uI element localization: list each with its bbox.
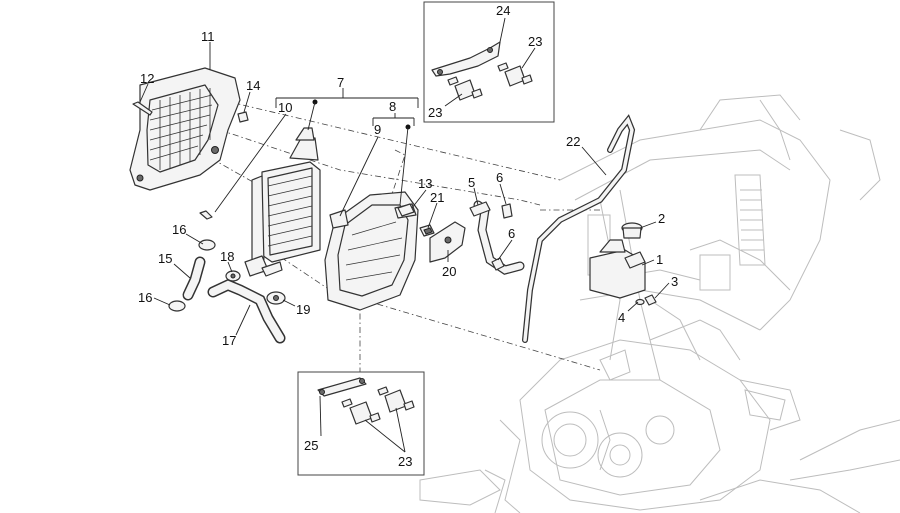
radiator-cover xyxy=(129,67,241,191)
radiator xyxy=(244,127,321,277)
washer-part-4 xyxy=(635,298,645,306)
scooter-frame-background xyxy=(419,94,900,513)
label-21: 21 xyxy=(430,190,444,205)
label-8: 8 xyxy=(389,99,396,114)
clamp-part-19 xyxy=(266,291,286,305)
bracket-part-25 xyxy=(317,377,367,397)
label-23-top-right: 23 xyxy=(528,34,542,49)
label-3: 3 xyxy=(671,274,678,289)
screw-part-3 xyxy=(644,294,657,306)
label-20: 20 xyxy=(442,264,456,279)
label-16-bottom: 16 xyxy=(138,290,152,305)
bracket-part-24 xyxy=(431,41,501,77)
label-7: 7 xyxy=(337,75,344,90)
screw-part-12 xyxy=(132,101,153,116)
inset-box-bottom xyxy=(297,371,425,476)
label-6-bottom: 6 xyxy=(508,226,515,241)
label-24: 24 xyxy=(496,3,510,18)
label-23-top-left: 23 xyxy=(428,105,442,120)
clamp-part-16-top xyxy=(198,239,216,251)
label-17: 17 xyxy=(222,333,236,348)
nut-part-14 xyxy=(237,111,249,123)
label-18: 18 xyxy=(220,249,234,264)
silentblock-part-23-top-right xyxy=(497,62,533,87)
insert-part-13 xyxy=(397,203,415,217)
inset-box-top xyxy=(423,1,555,123)
silentblock-part-23-bottom-right xyxy=(377,386,415,413)
label-1: 1 xyxy=(656,252,663,267)
label-19: 19 xyxy=(296,302,310,317)
hose-part-5 xyxy=(469,200,525,275)
label-11: 11 xyxy=(201,29,215,44)
silentblock-part-23-top-left xyxy=(447,76,483,101)
label-2: 2 xyxy=(658,211,665,226)
tube-part-22 xyxy=(522,114,636,343)
silentblock-part-23-bottom-left xyxy=(341,398,381,425)
label-16-top: 16 xyxy=(172,222,186,237)
label-13: 13 xyxy=(418,176,432,191)
bolt-part-21 xyxy=(419,224,435,237)
clamp-part-6-top xyxy=(501,203,513,219)
label-22: 22 xyxy=(566,134,580,149)
expansion-tank-part-1 xyxy=(589,239,646,299)
hose-part-17 xyxy=(207,278,286,344)
label-10: 10 xyxy=(278,100,292,115)
clamp-part-6-bottom xyxy=(491,257,505,271)
bracket-part-20 xyxy=(429,221,466,263)
grille-mesh xyxy=(149,88,213,170)
label-23-bottom: 23 xyxy=(398,454,412,469)
part-labels: 11 12 14 7 10 8 9 13 21 20 5 6 6 22 2 1 … xyxy=(138,3,678,469)
cap-part-2 xyxy=(621,222,643,239)
clamp-part-16-bottom xyxy=(168,300,186,312)
label-9: 9 xyxy=(374,122,381,137)
label-25: 25 xyxy=(304,438,318,453)
label-5: 5 xyxy=(468,175,475,190)
label-4: 4 xyxy=(618,310,625,325)
label-6-top: 6 xyxy=(496,170,503,185)
label-12: 12 xyxy=(140,71,154,86)
hose-part-15 xyxy=(182,256,206,301)
fan-shroud xyxy=(324,191,419,311)
label-14: 14 xyxy=(246,78,260,93)
clamp-part-18 xyxy=(225,270,241,282)
label-15: 15 xyxy=(158,251,172,266)
screw-small xyxy=(199,210,213,220)
leader-lines xyxy=(139,17,670,453)
